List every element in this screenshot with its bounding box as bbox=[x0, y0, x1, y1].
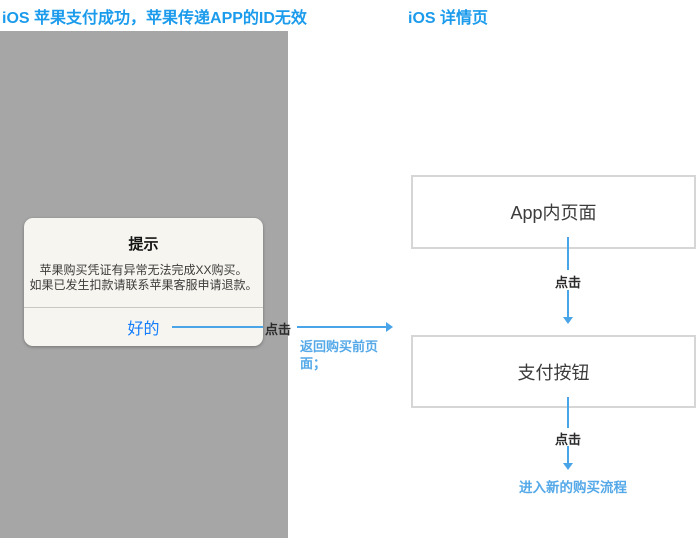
flow-arrow-1-segment-top bbox=[567, 237, 569, 270]
flow-arrow-1-segment-bottom bbox=[567, 290, 569, 317]
flow-arrow-2-segment-top bbox=[567, 397, 569, 428]
alert-message-line-2: 如果已发生扣款请联系苹果客服申请退款。 bbox=[29, 278, 258, 292]
left-arrow-line-segment-1 bbox=[172, 326, 263, 328]
alert-title: 提示 bbox=[128, 236, 159, 253]
page-title-right: iOS 详情页 bbox=[408, 10, 489, 27]
left-arrow-line-segment-2 bbox=[297, 326, 386, 328]
arrowhead-down-icon bbox=[563, 463, 573, 470]
flow-box-app-page: App内页面 bbox=[411, 175, 696, 249]
flow-box-app-page-label: App内页面 bbox=[510, 203, 597, 223]
click-label-flow-2: 点击 bbox=[555, 432, 582, 447]
flow-result-text: 进入新的购买流程 bbox=[519, 480, 627, 495]
arrowhead-down-icon bbox=[563, 317, 573, 324]
flow-box-pay-button: 支付按钮 bbox=[411, 335, 696, 408]
alert-ok-button[interactable]: 好的 bbox=[127, 321, 160, 338]
return-note-text: 返回购买前页面； bbox=[300, 339, 379, 371]
flow-arrow-2-segment-bottom bbox=[567, 446, 569, 463]
alert-message-line-1: 苹果购买凭证有异常无法完成XX购买。 bbox=[39, 263, 248, 277]
page-title-left: iOS 苹果支付成功，苹果传递APP的ID无效 bbox=[2, 10, 307, 27]
ios-alert-dialog: 提示 苹果购买凭证有异常无法完成XX购买。 如果已发生扣款请联系苹果客服申请退款… bbox=[24, 218, 263, 346]
flow-box-pay-button-label: 支付按钮 bbox=[517, 362, 590, 383]
arrowhead-right-icon bbox=[386, 322, 393, 332]
click-label-flow-1: 点击 bbox=[555, 275, 582, 290]
click-label-left: 点击 bbox=[265, 322, 292, 337]
alert-divider bbox=[24, 307, 263, 308]
